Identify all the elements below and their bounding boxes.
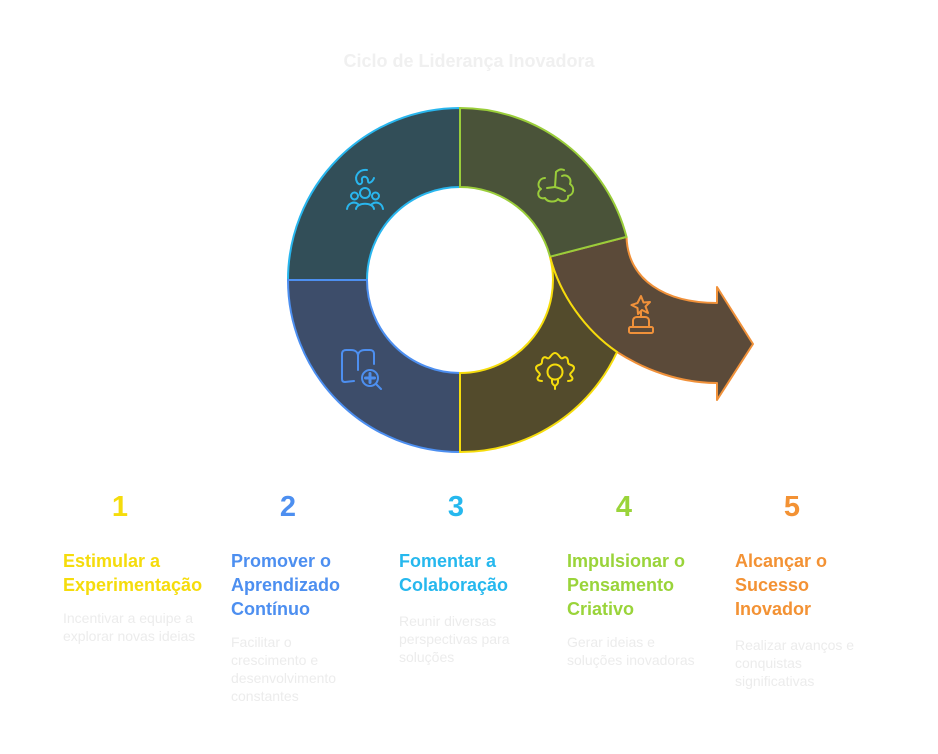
step-title-line: Impulsionar o — [567, 551, 686, 571]
step-title-line: Colaboração — [399, 575, 509, 595]
step-number: 2 — [279, 491, 297, 523]
brain-cloud-icon — [537, 168, 575, 203]
step-description-line: conquistas — [735, 655, 802, 671]
step-title: Promover o Aprendizado Contínuo — [231, 549, 399, 621]
step-number: 3 — [447, 491, 465, 523]
step-number: 5 — [783, 491, 801, 523]
step-title: Estimular a Experimentação — [63, 549, 231, 597]
step-title-line: Criativo — [567, 599, 635, 619]
step-title-line: Fomentar a — [399, 551, 497, 571]
step-description: Facilitar o crescimento e desenvolviment… — [231, 633, 399, 705]
step-description-line: Facilitar o — [231, 634, 292, 650]
step-description-line: explorar novas ideias — [63, 628, 196, 644]
step-1: 1 Estimular a Experimentação Incentivar … — [63, 490, 231, 645]
step-number: 1 — [111, 491, 129, 523]
segment-experimentacao — [459, 256, 619, 454]
step-3: 3 Fomentar a Colaboração Reunir diversas… — [399, 490, 567, 666]
step-description: Incentivar a equipe a explorar novas ide… — [63, 609, 231, 645]
step-description: Reunir diversas perspectivas para soluçõ… — [399, 612, 567, 666]
step-description-line: constantes — [231, 688, 299, 704]
book-magnifier-icon — [341, 349, 382, 390]
step-description-line: Incentivar a equipe a — [63, 610, 193, 626]
step-title: Fomentar a Colaboração — [399, 549, 567, 597]
lightbulb-gear-icon — [535, 352, 575, 390]
step-description-line: perspectivas para — [399, 631, 510, 647]
step-description-line: Gerar ideias e — [567, 634, 655, 650]
segment-colaboracao — [286, 106, 461, 281]
step-title-line: Sucesso — [735, 575, 810, 595]
step-5: 5 Alcançar o Sucesso Inovador Realizar a… — [735, 490, 903, 690]
step-title-line: Experimentação — [63, 575, 203, 595]
step-description: Gerar ideias e soluções inovadoras — [567, 633, 735, 669]
step-description-line: desenvolvimento — [231, 670, 337, 686]
step-description: Realizar avanços e conquistas significat… — [735, 636, 903, 690]
step-title-line: Estimular a — [63, 551, 161, 571]
step-title-line: Pensamento — [567, 575, 675, 595]
step-description-line: crescimento e — [231, 652, 319, 668]
step-title-line: Contínuo — [231, 599, 310, 619]
segment-pensamento — [459, 106, 628, 258]
step-title: Impulsionar o Pensamento Criativo — [567, 549, 735, 621]
step-description-line: soluções inovadoras — [567, 652, 695, 668]
step-2: 2 Promover o Aprendizado Contínuo Facili… — [231, 490, 399, 705]
step-4: 4 Impulsionar o Pensamento Criativo Gera… — [567, 490, 735, 669]
step-number: 4 — [615, 491, 633, 523]
step-description-line: soluções — [399, 649, 455, 665]
trophy-star-icon — [628, 295, 654, 334]
step-title-line: Inovador — [735, 599, 812, 619]
step-description-line: significativas — [735, 673, 815, 689]
step-description-line: Realizar avanços e — [735, 637, 855, 653]
diagram-title: Ciclo de Liderança Inovadora — [343, 51, 595, 71]
step-description-line: Reunir diversas — [399, 613, 497, 629]
step-title-line: Aprendizado — [231, 575, 341, 595]
step-title-line: Alcançar o — [735, 551, 828, 571]
step-title-line: Promover o — [231, 551, 332, 571]
segment-aprendizado — [286, 279, 461, 454]
step-title: Alcançar o Sucesso Inovador — [735, 549, 903, 621]
people-collaboration-icon — [346, 168, 384, 210]
